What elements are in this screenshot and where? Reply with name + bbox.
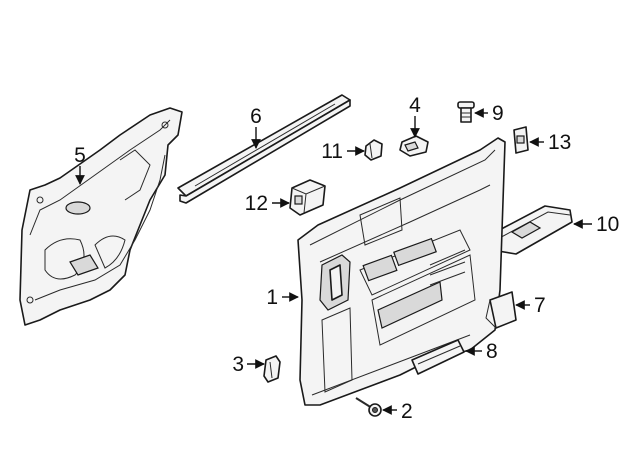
callout-3: 3 <box>232 353 244 376</box>
part-10-armrest-insert <box>487 205 573 255</box>
part-6-belt-weatherstrip <box>177 94 351 204</box>
callout-9: 9 <box>492 102 504 125</box>
callout-12: 12 <box>245 192 268 215</box>
callout-13: 13 <box>548 131 571 154</box>
part-13-switch <box>513 126 529 154</box>
part-11-clip <box>364 139 383 161</box>
part-9-push-pin <box>457 101 475 123</box>
part-4-bracket <box>399 135 429 157</box>
part-5-watershield <box>19 107 183 326</box>
callout-11: 11 <box>321 140 343 163</box>
callout-4: 4 <box>409 94 421 117</box>
callout-7: 7 <box>534 294 546 317</box>
callout-labels: 1 2 3 4 5 6 7 8 9 10 11 12 13 <box>74 94 619 423</box>
callout-8: 8 <box>486 340 498 363</box>
part-2-screw <box>355 397 382 417</box>
callout-10: 10 <box>596 213 619 236</box>
callout-5: 5 <box>74 144 86 167</box>
callout-1: 1 <box>266 286 278 309</box>
part-12-switch-housing <box>289 179 326 216</box>
part-3-retainer-clip <box>263 355 281 383</box>
callout-2: 2 <box>401 400 413 423</box>
callout-6: 6 <box>250 105 262 128</box>
part-8-reflector <box>411 339 465 375</box>
part-7-clip <box>485 291 517 329</box>
leaders <box>75 108 592 415</box>
part-1-door-trim-panel <box>297 137 506 406</box>
